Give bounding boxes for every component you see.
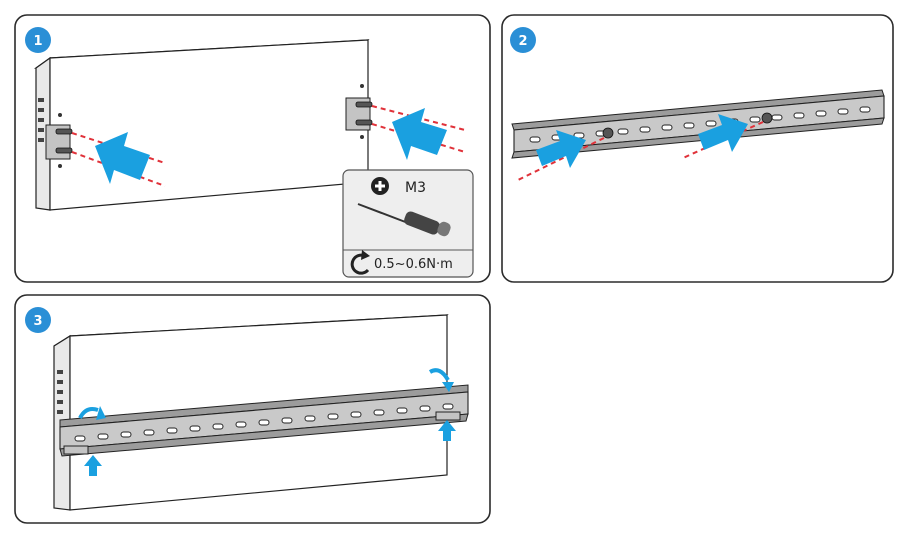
screw-guide-lines-step-2	[517, 121, 764, 181]
step-3-number: 3	[33, 314, 42, 329]
rotate-clockwise-icon	[350, 250, 370, 275]
step-1-badge	[25, 27, 51, 53]
up-arrow-left	[84, 455, 102, 476]
phillips-head-icon	[371, 177, 389, 195]
push-arrow-rail-right	[698, 114, 748, 152]
rail-clip-right	[435, 411, 461, 421]
step-3-badge	[25, 307, 51, 333]
step-2-badge	[510, 27, 536, 53]
step-1-number: 1	[33, 34, 42, 49]
tool-callout: M3 0.5~0.6N·m	[342, 169, 474, 278]
rail-screw-left	[602, 127, 614, 139]
push-arrow-right	[392, 108, 447, 160]
screwdriver-icon	[357, 203, 451, 237]
vent-grille	[38, 98, 44, 142]
push-arrow-left	[95, 132, 150, 184]
mounting-clip-left	[45, 124, 73, 160]
step-2-number: 2	[518, 34, 527, 49]
screw-size-label: M3	[405, 180, 426, 196]
torque-label: 0.5~0.6N·m	[374, 257, 453, 272]
hook-arrow-right	[428, 368, 454, 392]
step-2-frame	[501, 14, 894, 283]
step-3-panel: 3	[14, 294, 491, 524]
rail-clip-left	[63, 445, 89, 455]
step-1-panel: 1	[14, 14, 491, 283]
din-rail-step-3	[59, 384, 469, 457]
step-2-panel: 2	[501, 14, 894, 283]
mounting-clip-right	[345, 97, 373, 131]
device-body-step-1	[33, 39, 370, 211]
rail-screw-right	[761, 112, 773, 124]
push-arrow-rail-left	[536, 130, 586, 168]
hook-arrow-left	[78, 406, 106, 420]
up-arrow-right	[438, 420, 456, 441]
